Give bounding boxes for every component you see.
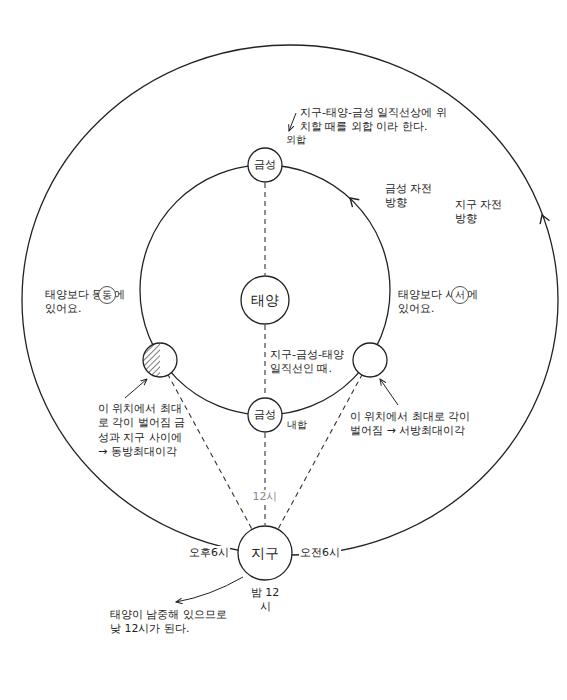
sun-body: 태양 <box>240 275 290 325</box>
note-text: 지구-태양-금성 일직선상에 위치할 때를 외합 이라 한다. <box>300 106 450 135</box>
body-circle <box>241 276 289 324</box>
earth-orbit <box>22 45 558 555</box>
note-text: 지구-금성-태양 일직선인 때. <box>270 348 350 377</box>
note-text: 이 위치에서 최대로 각이 벌어짐 → 서방최대이각 <box>350 410 478 439</box>
sight-line <box>168 375 252 529</box>
sight-line <box>278 375 362 529</box>
direction-mark: 서 <box>451 286 469 304</box>
venus-west-elongation <box>353 343 387 377</box>
leader-arrow <box>289 113 296 131</box>
leader-arrow <box>125 379 147 398</box>
venus-body: 금성 <box>247 147 283 183</box>
body-circle <box>238 526 292 580</box>
venus-shadow <box>143 343 160 377</box>
conjunction-label: 외합 <box>286 133 306 146</box>
body-text-holder: 금성 <box>254 408 276 421</box>
body-name: 금성 <box>254 408 276 421</box>
venus-body: 금성 <box>247 397 283 433</box>
body-name: 금성 <box>254 158 276 171</box>
body-text-holder: 지구 <box>251 545 279 562</box>
direction-arrow <box>540 215 549 224</box>
body-text-holder: 태양 <box>251 292 279 309</box>
leader-arrow <box>176 577 243 602</box>
body-circle <box>248 398 282 432</box>
body-circle <box>248 148 282 182</box>
direction-arrow <box>350 198 359 207</box>
time-label: 밤 12시 <box>249 586 281 615</box>
alignment-line <box>264 183 265 275</box>
direction-label: 금성 자전방향 <box>385 182 439 211</box>
direction-mark: 동 <box>98 286 116 304</box>
direction-label: 지구 자전방향 <box>455 198 509 227</box>
conjunction-label: 내합 <box>287 418 307 431</box>
body-name: 태양 <box>251 292 279 309</box>
note-text: 태양이 남중해 있으므로 낮 12시가 된다. <box>110 608 240 637</box>
alignment-line <box>264 433 265 525</box>
note-text: 이 위치에서 최대로 각이 벌어짐 금성과 지구 사이에 → 동방최대이각 <box>98 402 186 459</box>
leader-arrow <box>380 379 398 405</box>
note-text: 태양보다 서쪽에 있어요. <box>398 288 490 317</box>
earth-body: 지구 <box>237 525 293 581</box>
body-text-holder: 금성 <box>254 158 276 171</box>
alignment-line <box>264 325 265 397</box>
venus-east-elongation <box>143 343 177 377</box>
time-label: 오전6시 <box>299 546 341 560</box>
time-label: 오후6시 <box>188 546 230 560</box>
venus-orbit <box>140 165 390 415</box>
time-label: 12시 <box>252 490 279 504</box>
note-text: 태양보다 동쪽에 있어요. <box>45 288 137 317</box>
body-name: 지구 <box>251 545 279 562</box>
